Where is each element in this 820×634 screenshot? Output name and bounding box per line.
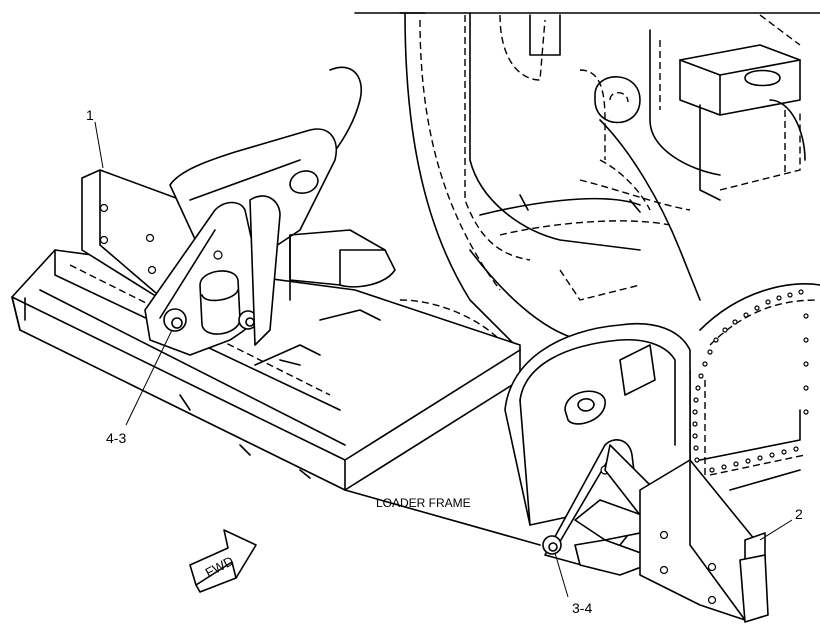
frame-right-structure [689,283,820,501]
callout-3-4: 3-4 [572,600,592,616]
right-mount-assembly [504,322,769,623]
left-mount-assembly [81,128,396,356]
loader-frame-label: LOADER FRAME [376,496,471,510]
leader-lines [94,121,793,598]
callout-4-3: 4-3 [106,430,126,446]
fwd-arrow: FWD [189,529,257,593]
callout-1: 1 [86,107,94,123]
bolt-circle-dots [692,289,809,473]
callout-2: 2 [795,506,803,522]
